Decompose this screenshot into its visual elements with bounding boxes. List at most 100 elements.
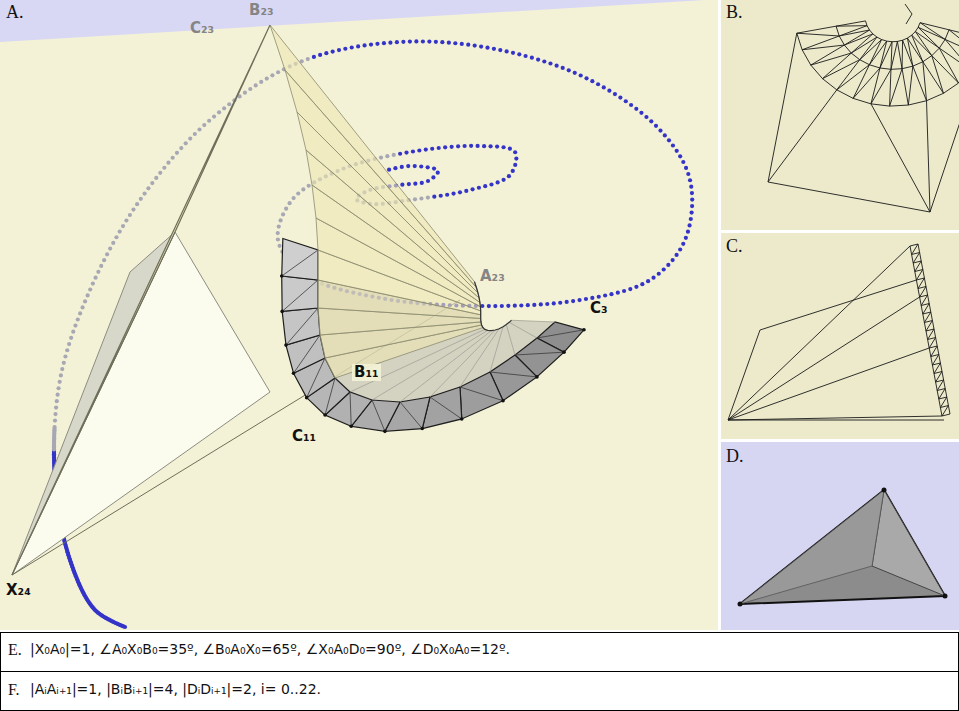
spiral-dot (392, 153, 396, 157)
vertex-label: C₃ (588, 300, 610, 317)
spiral-dot (432, 167, 436, 171)
spiral-dot (651, 276, 655, 280)
spiral-dot (678, 247, 682, 251)
wireframe-edge (768, 90, 837, 182)
spiral-dot (54, 405, 58, 409)
wireframe-edge (890, 69, 902, 106)
wireframe-edge (923, 314, 925, 323)
spiral-dot (350, 45, 354, 49)
spiral-dot (501, 178, 505, 182)
wireframe-edge (905, 4, 912, 14)
spiral-dot (411, 149, 415, 153)
spiral-dot (184, 141, 188, 145)
wireframe-edge (768, 182, 930, 212)
vertex-dot (305, 396, 309, 400)
tetra-face (872, 490, 945, 596)
spiral-dot (71, 330, 75, 334)
wireframe-edge (932, 355, 938, 366)
spiral-dot (489, 182, 493, 186)
spiral-dot (331, 49, 335, 53)
wireframe-edge (728, 297, 920, 420)
wireframe-edge (932, 365, 934, 374)
spiral-dot (154, 176, 158, 180)
band-panel (422, 387, 461, 429)
vertex-dot (284, 343, 288, 347)
wireframe-edge (760, 280, 916, 330)
wireframe-edge (871, 104, 930, 212)
wireframe-edge (907, 38, 912, 66)
wireframe-edge (866, 21, 868, 26)
spiral-dot (496, 180, 500, 184)
wireframe-edge (860, 37, 877, 60)
table-rule (0, 671, 959, 672)
fan-line (506, 325, 515, 355)
spiral-dot (552, 301, 556, 305)
vertex-dot (349, 424, 353, 428)
wireframe-edge (811, 53, 851, 65)
spiral-dot (477, 186, 481, 190)
wireframe-edge (921, 261, 923, 270)
spiral-dot (146, 186, 150, 190)
spiral-dot (62, 361, 66, 365)
spiral-dot (417, 148, 421, 152)
wireframe-edge (797, 33, 802, 50)
spiral-dot (369, 43, 373, 47)
wireframe-edge (882, 40, 887, 42)
wireframe-edge (869, 41, 886, 65)
spiral-dot (58, 380, 62, 384)
spiral-dot (80, 305, 84, 309)
spiral-dot (508, 147, 512, 151)
fan-panel (306, 150, 480, 302)
wireframe-edge (839, 30, 869, 36)
vertex-dot (280, 274, 284, 278)
fan-line (460, 329, 499, 387)
spiral-dot (686, 230, 690, 234)
spiral-dot (687, 223, 691, 227)
spiral-dot (436, 171, 440, 175)
spiral-dot (166, 161, 170, 165)
spiral-dot (571, 299, 575, 303)
spiral-dot (439, 194, 443, 198)
wireframe-edge (811, 65, 823, 79)
spiral-dot (312, 55, 316, 59)
spiral-dot (76, 317, 80, 321)
wireframe-edge (940, 408, 942, 417)
panel-letter: A. (6, 2, 24, 23)
spiral-dot (634, 107, 638, 111)
band-diagonal (372, 400, 385, 431)
spiral-dot (526, 303, 530, 307)
spiral-dot (362, 43, 366, 47)
spiral-dot (667, 138, 671, 142)
wireframe-edge (936, 338, 938, 347)
spiral-dot (337, 48, 341, 52)
wireframe-edge (728, 420, 944, 421)
spiral-dot (487, 304, 491, 308)
spiral-dot (500, 304, 504, 308)
spiral-dot (171, 156, 175, 160)
white-face (12, 232, 270, 575)
spiral-dot (501, 145, 505, 149)
wireframe-edge (942, 406, 948, 417)
spiral-dot (407, 182, 411, 186)
spiral-dot (602, 85, 606, 89)
band-diagonal (282, 280, 318, 311)
band-diagonal (325, 378, 335, 415)
spiral-dot (469, 144, 473, 148)
wireframe-edge (927, 93, 944, 100)
wireframe-edge (920, 253, 922, 262)
wireframe-edge (939, 389, 945, 400)
spiral-dot (121, 224, 125, 228)
wireframe-edge (918, 278, 924, 289)
spiral-dot (437, 146, 441, 150)
fan-line (400, 331, 491, 402)
wireframe-edge (939, 399, 941, 408)
band-diagonal (490, 372, 537, 377)
wireframe-edge (932, 321, 934, 330)
panel-a-ground (0, 0, 718, 630)
parameter-text: |AᵢAᵢ₊₁|=1, |BᵢBᵢ₊₁|=4, |DᵢDᵢ₊₁|=2, i= 0… (30, 681, 321, 697)
spiral-dot (505, 49, 509, 53)
spiral-dot (671, 258, 675, 262)
wireframe-edge (851, 53, 859, 60)
wireframe-edge (860, 60, 870, 65)
wireframe-edge (902, 66, 913, 69)
